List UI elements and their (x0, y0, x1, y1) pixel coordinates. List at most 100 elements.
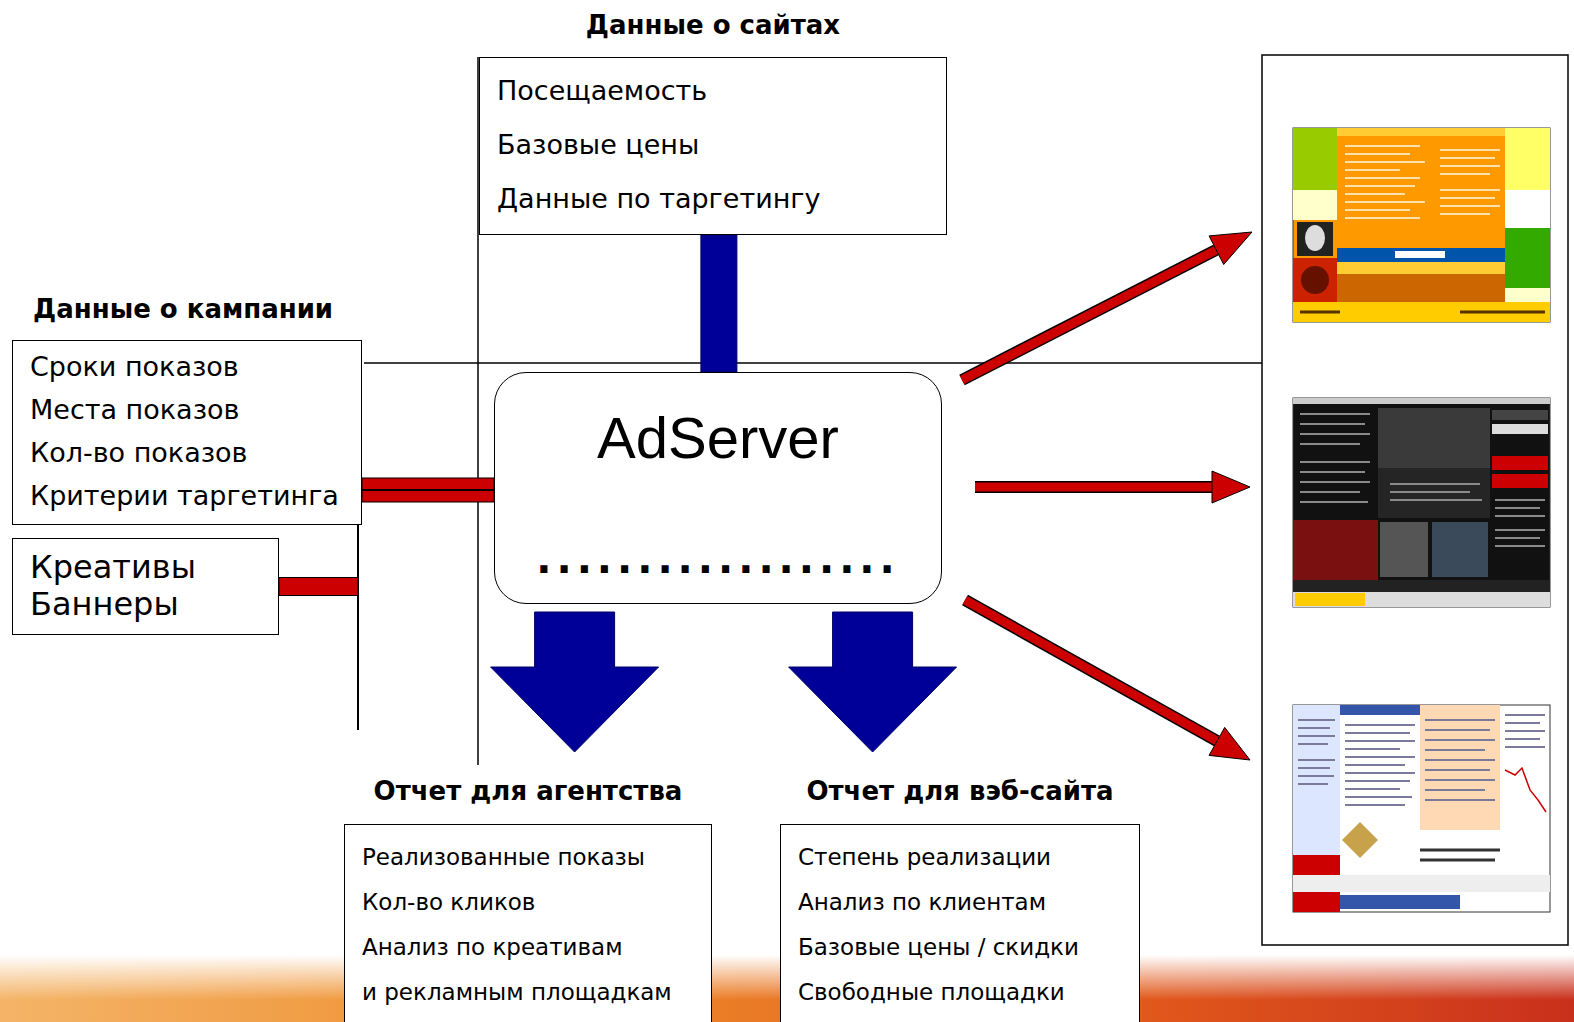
delivery-arrow-part (975, 483, 1213, 492)
adserver-box-outline: AdServer.................. (494, 372, 942, 604)
website-screenshot-part (1293, 520, 1378, 580)
website-screenshot-part (1420, 705, 1500, 830)
website-screenshot-part (1300, 414, 1545, 546)
website-screenshot-part (1340, 895, 1460, 909)
website-screenshot-part (1293, 875, 1550, 892)
delivery-arrow-part (1209, 727, 1250, 760)
website-screenshot-part (1337, 274, 1505, 302)
website-screenshot-part (1293, 128, 1337, 190)
website-screenshot-part (1505, 768, 1546, 812)
website-screenshot-part (1293, 258, 1337, 302)
delivery-arrow-part (962, 250, 1216, 380)
website-screenshot-part (1378, 408, 1490, 468)
server-title: AdServer (519, 403, 917, 473)
output-arrow-shape (491, 612, 659, 752)
list-item: Свободные площадки (798, 970, 1119, 1015)
website-screenshot-part (1380, 522, 1428, 577)
website-screenshot-part (1293, 190, 1337, 220)
website-screenshot-part (1293, 580, 1550, 592)
dotted-line-text: .................. (519, 539, 917, 579)
website-screenshot-part (1337, 128, 1505, 136)
website-screenshot-part (1337, 262, 1505, 274)
website-screenshot-part (1345, 146, 1500, 218)
input-bar-line (358, 490, 494, 587)
website-screenshot-part (1395, 251, 1445, 258)
website-screenshot (1293, 705, 1550, 912)
list-item: и рекламным площадкам (362, 970, 691, 1015)
website-screenshot-part (1293, 592, 1550, 607)
input-bar-shape (701, 235, 737, 372)
delivery-arrow-part (965, 600, 1217, 741)
website-screenshot-part (1305, 225, 1325, 251)
website-screenshot-part (1342, 822, 1378, 858)
website-screenshot (1293, 128, 1550, 322)
website-screenshot-part (1340, 705, 1420, 715)
website-screenshot-part (1297, 222, 1333, 256)
delivery-arrow-part (962, 250, 1216, 380)
campaign-data-box: Данные о кампанииСроки показовМеста пока… (12, 292, 362, 525)
website-screenshot-part (1492, 456, 1548, 470)
creatives-box: КреативыБаннеры (12, 538, 279, 635)
site-data-box-outline: ПосещаемостьБазовые ценыДанные по таргет… (479, 57, 947, 235)
delivery-arrow (965, 600, 1250, 760)
website-screenshot-part (1300, 311, 1545, 314)
adserver-box: AdServer.................. (494, 372, 942, 604)
website-screenshot-part (1505, 228, 1550, 288)
section-heading: Отчет для вэб-сайта (780, 774, 1140, 808)
delivery-arrow-part (1209, 232, 1252, 265)
website-screenshot-part (1420, 850, 1500, 860)
list-item: Анализ по креативам (362, 925, 691, 970)
list-item: Степень реализации (798, 835, 1119, 880)
website-screenshot-part (1293, 302, 1550, 322)
website-report-box-outline: Степень реализацииАнализ по клиентамБазо… (780, 824, 1140, 1022)
output-arrow (789, 612, 957, 752)
list-item: Базовые цены (497, 118, 926, 172)
sites-panel (1262, 55, 1568, 945)
website-screenshot-part (1293, 128, 1550, 322)
section-heading: Данные о кампании (33, 292, 362, 326)
list-item: Критерии таргетинга (30, 474, 339, 517)
input-bar (701, 235, 737, 372)
website-report-box: Отчет для вэб-сайтаСтепень реализацииАна… (780, 774, 1140, 1022)
site-data-box: Данные о сайтахПосещаемостьБазовые ценыД… (479, 8, 947, 235)
delivery-arrow-part (975, 481, 1213, 493)
delivery-arrow (975, 471, 1250, 503)
list-item: Реализованные показы (362, 835, 691, 880)
agency-report-box-outline: Реализованные показыКол-во кликовАнализ … (344, 824, 712, 1022)
input-bar-shape (279, 578, 358, 596)
list-item: Места показов (30, 388, 339, 431)
section-heading: Отчет для агентства (344, 774, 712, 808)
website-screenshot-part (1293, 398, 1550, 607)
website-screenshot-part (1492, 424, 1548, 434)
list-item: Креативы (30, 549, 238, 586)
website-screenshot-part (1505, 128, 1550, 190)
output-arrow-shape (789, 612, 957, 752)
website-screenshot-part (1337, 248, 1505, 262)
list-item: Данные по таргетингу (497, 172, 926, 226)
website-screenshot-part (1298, 715, 1545, 805)
list-item: Кол-во кликов (362, 880, 691, 925)
delivery-arrow-part (1212, 471, 1250, 503)
website-screenshot-part (1492, 410, 1548, 420)
website-screenshot (1293, 398, 1550, 607)
guide-line (364, 57, 1262, 765)
list-item: Анализ по клиентам (798, 880, 1119, 925)
output-arrow (491, 612, 659, 752)
list-item: Базовые цены / скидки (798, 925, 1119, 970)
website-screenshot-part (1293, 705, 1550, 912)
website-screenshot-part (1295, 593, 1365, 606)
delivery-arrow (962, 232, 1252, 380)
delivery-arrow-part (965, 600, 1217, 741)
creatives-box-outline: КреативыБаннеры (12, 538, 279, 635)
agency-report-box: Отчет для агентстваРеализованные показыК… (344, 774, 712, 1022)
section-heading: Данные о сайтах (479, 8, 947, 42)
list-item: Кол-во показов (30, 431, 339, 474)
guide-line-part (364, 362, 1262, 364)
list-item: Баннеры (30, 586, 238, 623)
website-screenshot-part (1301, 266, 1329, 294)
website-screenshot-part (1293, 398, 1550, 404)
campaign-data-box-outline: Сроки показовМеста показовКол-во показов… (12, 340, 362, 525)
website-screenshot-part (1492, 474, 1548, 488)
website-screenshot-part (1432, 522, 1488, 577)
